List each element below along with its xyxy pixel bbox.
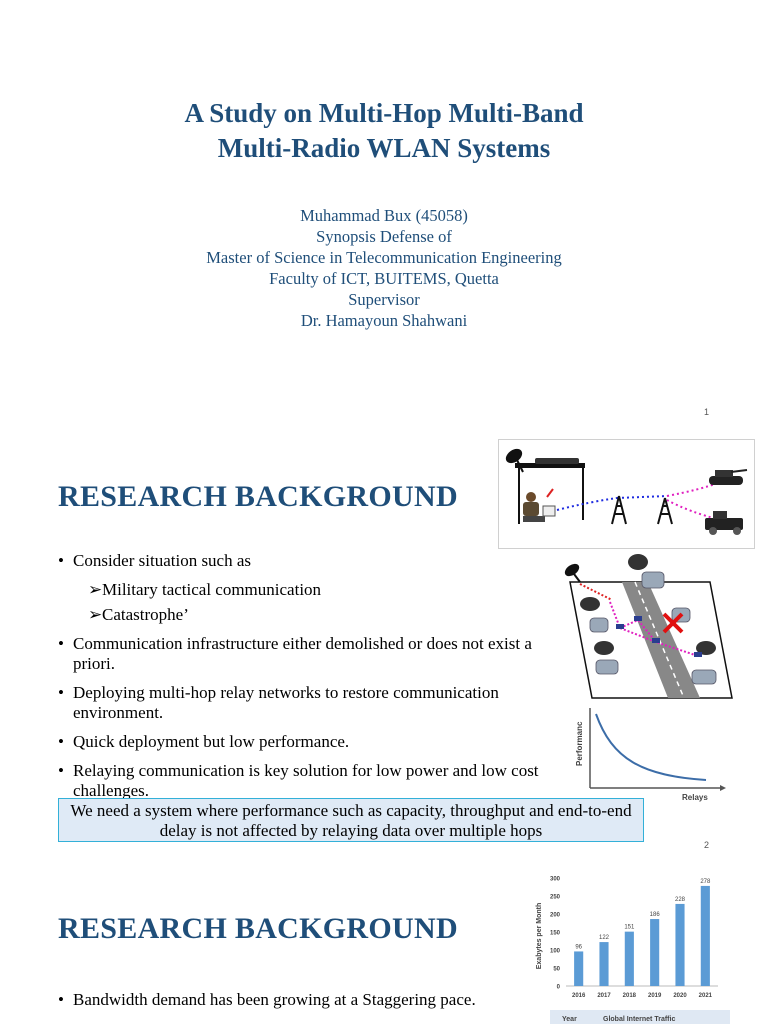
bullet-item: • Bandwidth demand has been growing at a… bbox=[58, 990, 476, 1009]
perf-axis-x-label: Relays bbox=[682, 793, 708, 802]
x-mark-icon bbox=[662, 612, 684, 634]
bar bbox=[624, 931, 634, 986]
x-tick-label: 2016 bbox=[572, 993, 586, 999]
data-label: 96 bbox=[575, 944, 582, 950]
page-number-2: 2 bbox=[704, 840, 710, 850]
bar-chart-svg: Exabytes per Month Year Global Internet … bbox=[536, 877, 730, 1024]
relay-node-icon bbox=[616, 616, 702, 657]
title-line-1: A Study on Multi-Hop Multi-Band bbox=[184, 98, 584, 128]
title-line-2: Multi-Radio WLAN Systems bbox=[217, 133, 551, 163]
bullet-dot: • bbox=[58, 732, 64, 751]
y-tick-label: 200 bbox=[550, 913, 561, 919]
y-tick-label: 250 bbox=[550, 895, 561, 901]
x-tick-label: 2017 bbox=[597, 993, 611, 999]
arrow-bullet: ➢ bbox=[88, 580, 103, 599]
bullet-item: • Communication infrastructure either de… bbox=[58, 634, 532, 673]
data-label: 122 bbox=[599, 935, 610, 941]
internet-traffic-chart: Exabytes per Month Year Global Internet … bbox=[530, 868, 730, 1024]
bar bbox=[574, 951, 584, 986]
faculty: Faculty of ICT, BUITEMS, Quetta bbox=[269, 269, 499, 288]
y-tick-label: 150 bbox=[550, 931, 561, 937]
satellite-dish-icon bbox=[564, 563, 581, 583]
data-label: 151 bbox=[624, 925, 635, 931]
sub-bullet-item: ➢ Catastrophe’ bbox=[88, 605, 189, 624]
table-col-traffic: Global Internet Traffic bbox=[603, 1016, 675, 1023]
callout-box: We need a system where performance such … bbox=[58, 798, 644, 842]
bullet-dot: • bbox=[58, 990, 64, 1009]
y-axis-label: Exabytes per Month bbox=[536, 903, 543, 970]
tank-icon bbox=[709, 469, 748, 485]
military-network-image bbox=[498, 439, 755, 549]
bullet-dot: • bbox=[58, 634, 64, 653]
degree: Master of Science in Telecommunication E… bbox=[206, 248, 562, 267]
slide2-bullets: • Consider situation such as ➢ Military … bbox=[58, 551, 548, 810]
bullet-dot: • bbox=[58, 761, 64, 780]
slide2-heading: RESEARCH BACKGROUND bbox=[58, 480, 458, 513]
data-label: 186 bbox=[650, 912, 661, 918]
bullet-item: • Deploying multi-hop relay networks to … bbox=[58, 683, 499, 722]
slide1-meta: Muhammad Bux (45058) Synopsis Defense of… bbox=[0, 205, 768, 331]
slide1-title: A Study on Multi-Hop Multi-Band Multi-Ra… bbox=[0, 96, 768, 166]
sub-bullet-item: ➢ Military tactical communication bbox=[88, 580, 322, 599]
supervisor-label: Supervisor bbox=[348, 290, 420, 309]
bullet-item: • Consider situation such as bbox=[58, 551, 252, 570]
table-col-year: Year bbox=[562, 1016, 577, 1023]
catastrophe-network-image bbox=[560, 552, 740, 700]
data-label: 278 bbox=[700, 879, 711, 885]
soldier-icon bbox=[523, 488, 556, 522]
bar bbox=[700, 885, 710, 986]
callout-text: We need a system where performance such … bbox=[70, 801, 632, 840]
performance-relays-chart: Performanc Relays bbox=[572, 704, 728, 804]
author: Muhammad Bux (45058) bbox=[300, 206, 468, 225]
perf-axis-y-label: Performanc bbox=[575, 721, 584, 766]
x-tick-label: 2020 bbox=[673, 993, 687, 999]
tower-icon bbox=[657, 497, 673, 525]
bar bbox=[599, 942, 609, 986]
arrow-bullet: ➢ bbox=[88, 605, 103, 624]
bar bbox=[650, 919, 660, 986]
vehicle-icon bbox=[705, 511, 743, 535]
slide3-heading: RESEARCH BACKGROUND bbox=[58, 912, 458, 945]
y-tick-label: 100 bbox=[550, 949, 561, 955]
supervisor-name: Dr. Hamayoun Shahwani bbox=[300, 311, 468, 330]
x-tick-label: 2019 bbox=[648, 993, 662, 999]
bullet-item: • Relaying communication is key solution… bbox=[58, 761, 539, 800]
smoke-icon bbox=[580, 554, 716, 655]
tower-icon bbox=[611, 495, 627, 525]
event: Synopsis Defense of bbox=[316, 227, 452, 246]
bullet-dot: • bbox=[58, 683, 64, 702]
y-tick-label: 0 bbox=[557, 985, 561, 991]
slide3-bullets: • Bandwidth demand has been growing at a… bbox=[58, 990, 548, 1019]
table-header-strip bbox=[550, 1010, 730, 1024]
x-tick-label: 2021 bbox=[699, 993, 713, 999]
x-tick-label: 2018 bbox=[623, 993, 637, 999]
shelter-icon bbox=[515, 458, 585, 524]
bullet-dot: • bbox=[58, 551, 64, 570]
y-tick-label: 50 bbox=[553, 967, 560, 973]
y-tick-label: 300 bbox=[550, 877, 561, 883]
bullet-item: • Quick deployment but low performance. bbox=[58, 732, 350, 751]
bar bbox=[675, 903, 685, 986]
data-label: 228 bbox=[675, 897, 686, 903]
satellite-dish-icon bbox=[505, 448, 524, 473]
page-number-1: 1 bbox=[704, 407, 710, 417]
